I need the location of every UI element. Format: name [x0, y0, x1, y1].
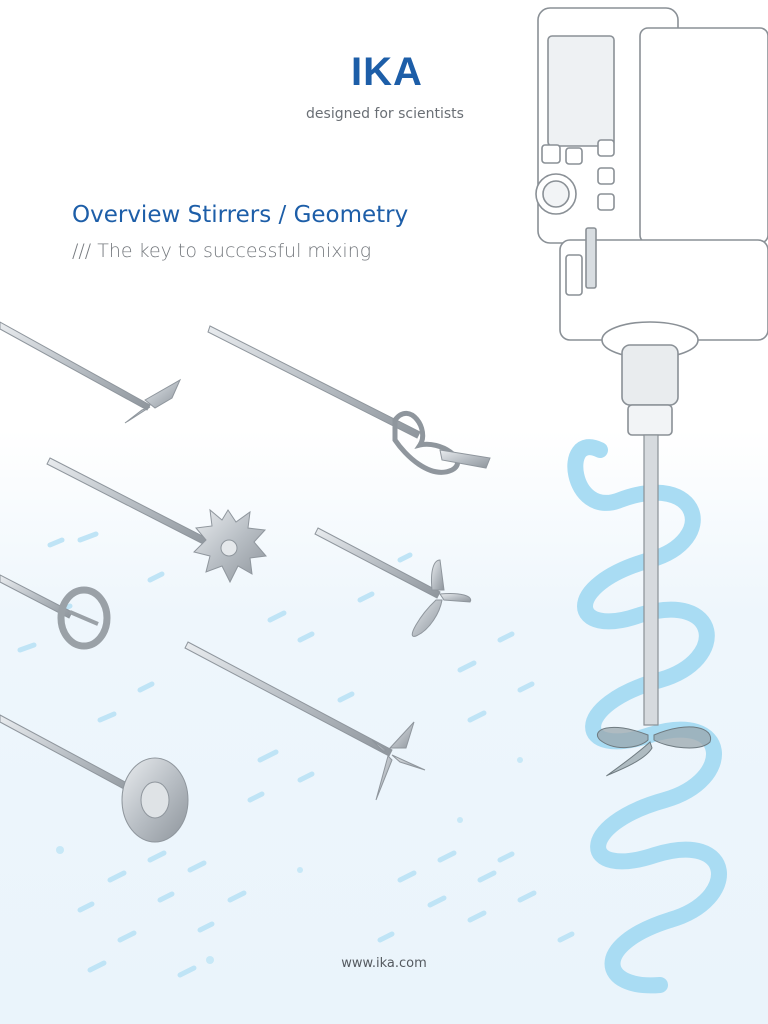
- three-blade-propeller-icon: [314, 527, 472, 637]
- turbine-disc-stirrer-icon: [0, 714, 189, 843]
- propeller-stirrer-icon: [0, 321, 182, 424]
- page-title: Overview Stirrers / Geometry: [72, 202, 409, 228]
- dissolver-stirrer-icon: [46, 457, 267, 584]
- helical-stirrer-icon: [207, 325, 491, 475]
- brand-tagline: designed for scientists: [306, 106, 464, 122]
- ika-logo: IKA: [351, 50, 423, 94]
- page-subtitle: /// The key to successful mixing: [72, 240, 372, 262]
- website-link[interactable]: www.ika.com: [341, 956, 427, 971]
- four-blade-propeller-icon: [184, 641, 426, 801]
- centrifugal-stirrer-icon: [0, 574, 111, 650]
